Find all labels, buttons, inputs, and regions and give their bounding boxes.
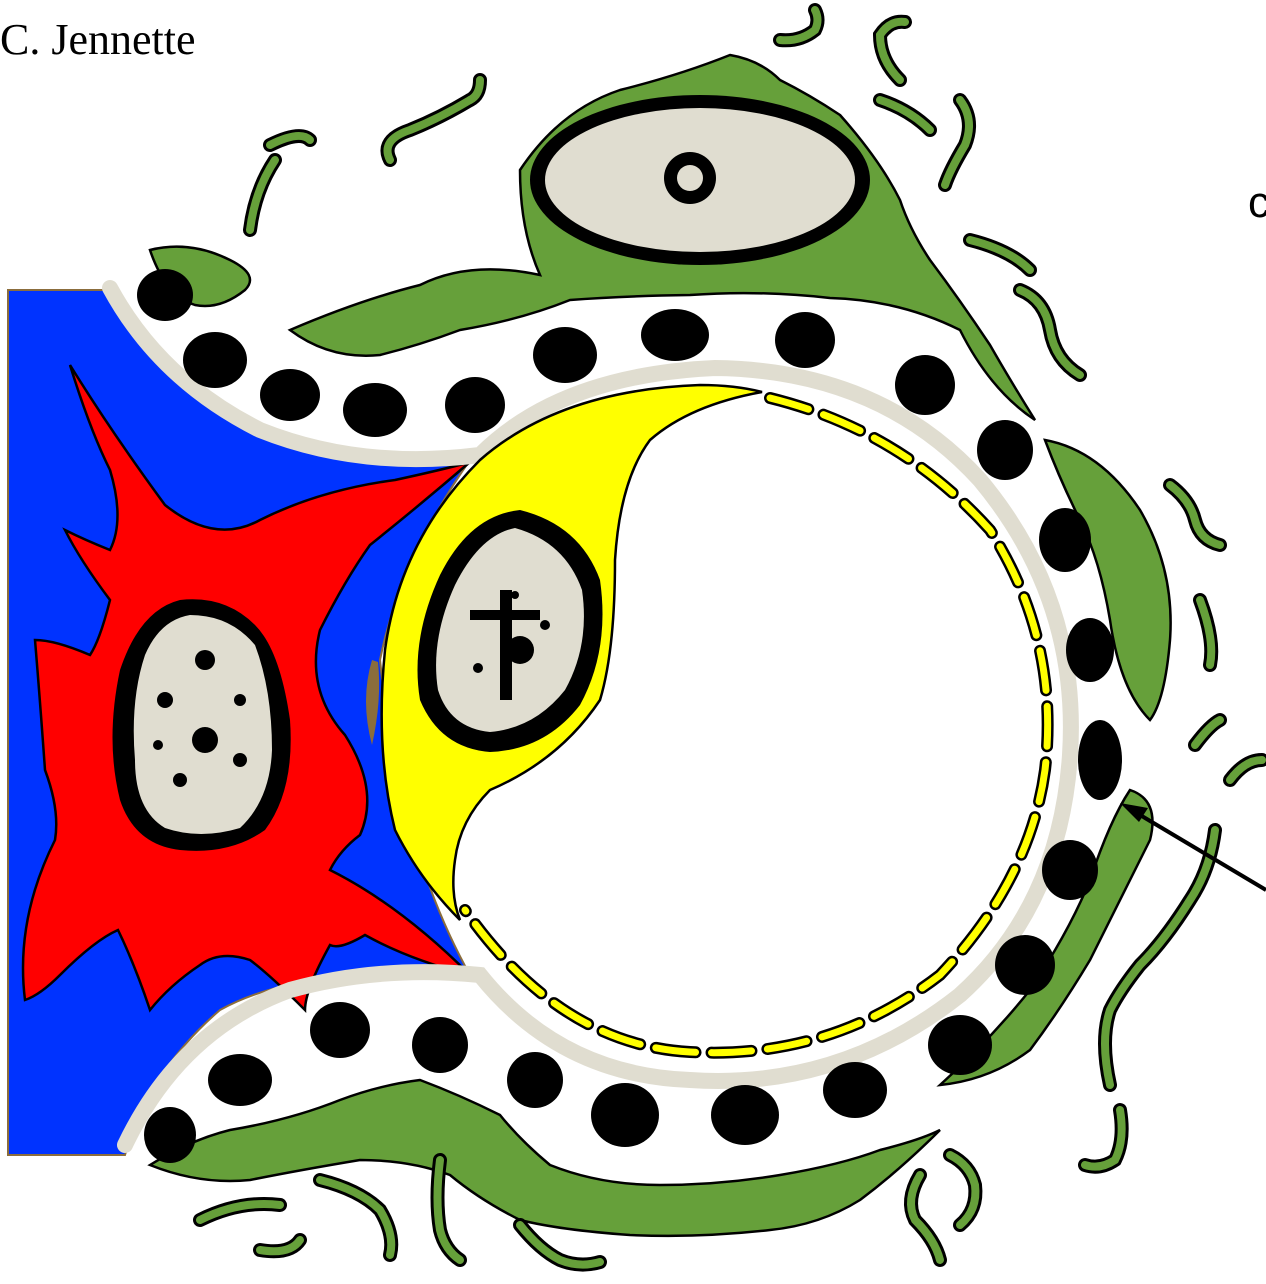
foot-process xyxy=(591,1083,659,1147)
edge-label: c xyxy=(1248,178,1266,228)
foot-process xyxy=(775,312,835,368)
foot-process xyxy=(137,269,193,321)
foot-process xyxy=(183,332,247,388)
mesangial-nucleus-inner xyxy=(134,615,272,834)
foot-process xyxy=(260,369,320,421)
foot-process xyxy=(208,1054,272,1106)
foot-process xyxy=(310,1002,370,1058)
foot-process xyxy=(1066,618,1114,682)
foot-process xyxy=(507,1052,563,1108)
foot-process xyxy=(1078,720,1122,800)
foot-process xyxy=(1039,508,1091,572)
foot-process xyxy=(823,1062,887,1118)
foot-process xyxy=(711,1085,779,1145)
podocyte-nucleolus-inner xyxy=(677,165,703,191)
author-credit: C. Jennette xyxy=(0,14,196,65)
foot-process xyxy=(928,1015,992,1075)
foot-process xyxy=(412,1017,468,1073)
foot-process xyxy=(144,1107,196,1163)
foot-process xyxy=(343,383,407,437)
foot-process xyxy=(1042,840,1098,900)
foot-process xyxy=(445,377,505,433)
foot-process xyxy=(977,420,1033,480)
foot-process xyxy=(995,935,1055,995)
foot-process xyxy=(533,327,597,383)
foot-process xyxy=(641,309,709,361)
foot-process xyxy=(895,355,955,415)
